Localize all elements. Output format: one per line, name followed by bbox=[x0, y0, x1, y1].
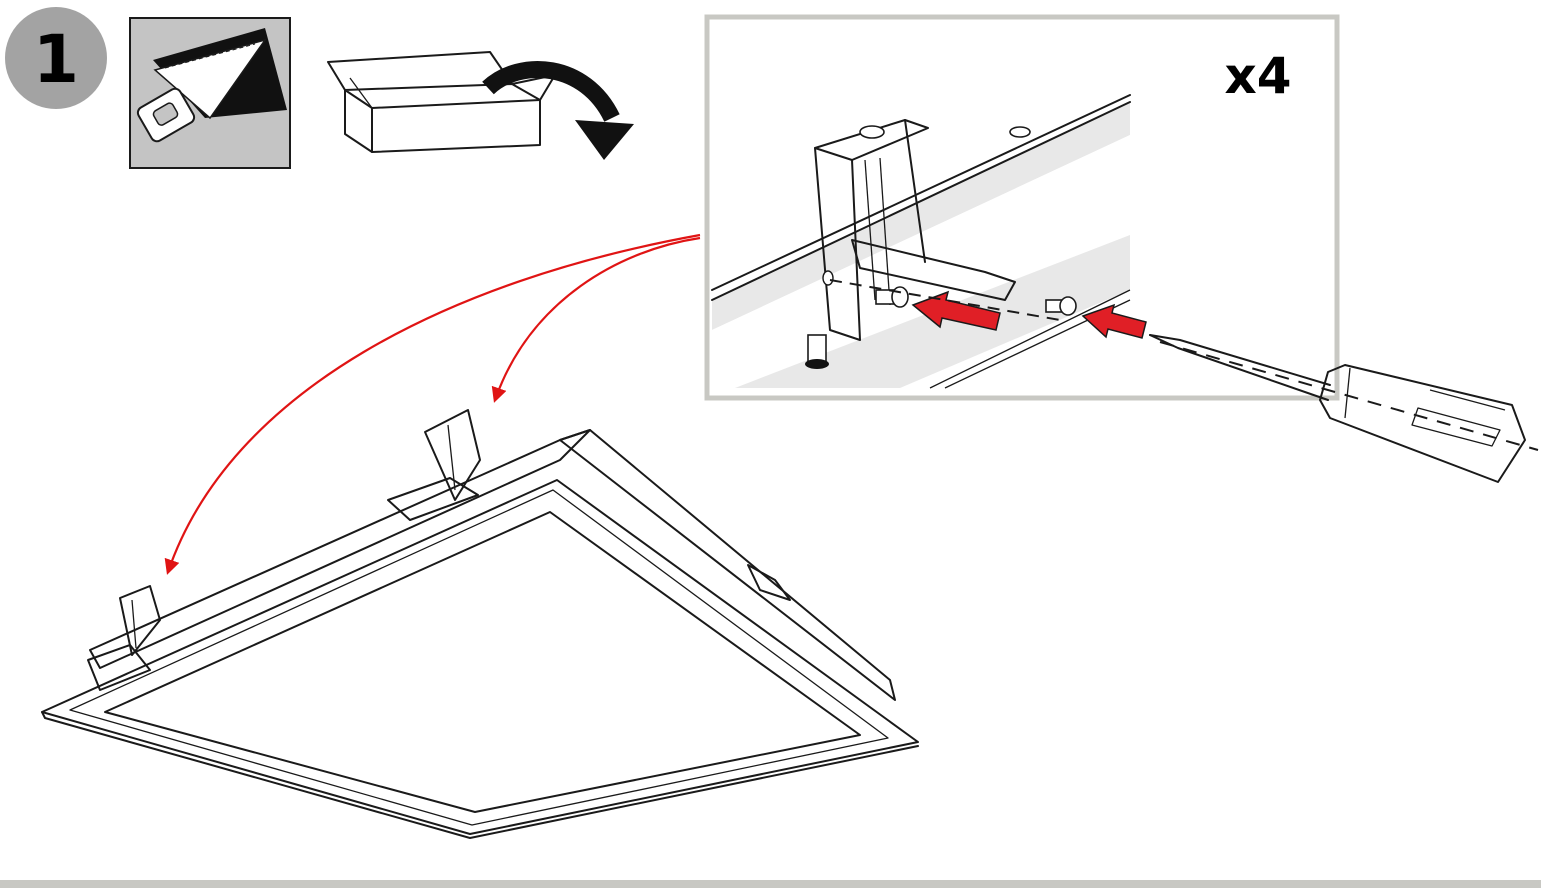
detail-inset: x4 bbox=[704, 14, 1340, 401]
callout-arrow-left bbox=[164, 233, 701, 575]
step-number-badge: 1 bbox=[5, 7, 107, 109]
fixture-bracket-left bbox=[87, 585, 161, 691]
led-panel-fixture bbox=[41, 409, 919, 839]
push-arrow-1 bbox=[911, 290, 1001, 331]
screwdriver-icon bbox=[1149, 334, 1539, 483]
flip-arrow-icon bbox=[482, 61, 634, 160]
step-number: 1 bbox=[33, 21, 79, 98]
fixture-bracket-right bbox=[387, 409, 481, 521]
quantity-label: x4 bbox=[1224, 47, 1291, 105]
callout-arrow-right bbox=[491, 236, 701, 403]
mounting-bracket-icon bbox=[805, 119, 1031, 369]
push-arrow-2 bbox=[1081, 303, 1147, 339]
footer-bar bbox=[0, 880, 1541, 888]
saw-icon bbox=[129, 17, 291, 169]
